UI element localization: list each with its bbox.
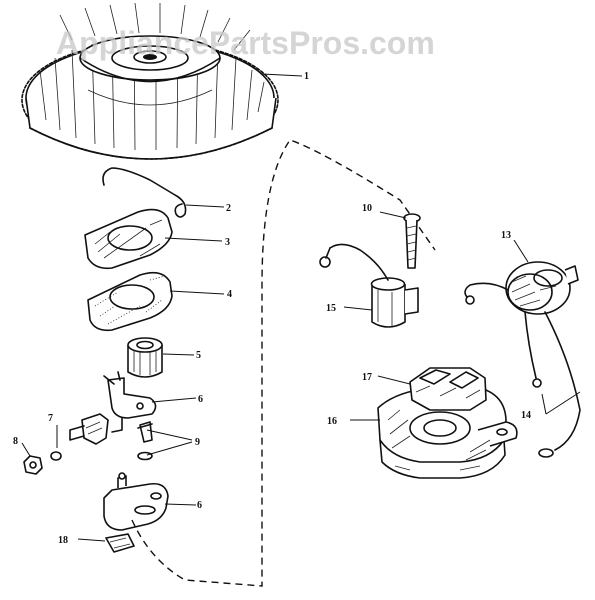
- flywheel-part: [21, 2, 279, 160]
- callout-9: 9: [195, 437, 200, 448]
- ignition-coil-part: [464, 261, 579, 315]
- callout-8: 8: [13, 436, 18, 447]
- bushing-part: [127, 337, 163, 378]
- callout-14: 14: [521, 410, 531, 421]
- callout-6-upper: 6: [198, 394, 203, 405]
- spring-clip-part: [102, 167, 187, 218]
- felt-wick-part: [105, 533, 135, 553]
- callout-7: 7: [48, 413, 53, 424]
- assembly-outline: [131, 139, 436, 587]
- callout-labels: 1 2 3 4 5 6 6 7 8 9 10 13 14 15 16 17 18: [13, 71, 531, 546]
- coil-bracket-part: [409, 367, 487, 411]
- breaker-base-part: [103, 472, 169, 531]
- callout-4: 4: [227, 289, 232, 300]
- nut-part: [23, 455, 43, 475]
- callout-1: 1: [304, 71, 309, 82]
- callout-15: 15: [326, 303, 336, 314]
- callout-13: 13: [501, 230, 511, 241]
- callout-16: 16: [327, 416, 337, 427]
- breaker-arm-part: [103, 371, 157, 433]
- screw-part: [137, 421, 153, 461]
- watermark-text: AppliancePartsPros.com: [56, 25, 435, 61]
- callout-18: 18: [58, 535, 68, 546]
- callout-2: 2: [226, 203, 231, 214]
- callout-6-lower: 6: [197, 500, 202, 511]
- mounting-screw-part: [403, 213, 421, 269]
- callout-17: 17: [362, 372, 372, 383]
- callout-5: 5: [196, 350, 201, 361]
- cover-plate-part: [84, 208, 173, 270]
- condenser-part: [319, 243, 419, 328]
- washer-part: [50, 451, 62, 461]
- callout-10: 10: [362, 203, 372, 214]
- callout-3: 3: [225, 237, 230, 248]
- contact-point-part: [69, 413, 109, 445]
- lead-wire-part: [524, 311, 581, 458]
- gasket-part: [87, 271, 173, 332]
- leader-lines: [21, 73, 581, 542]
